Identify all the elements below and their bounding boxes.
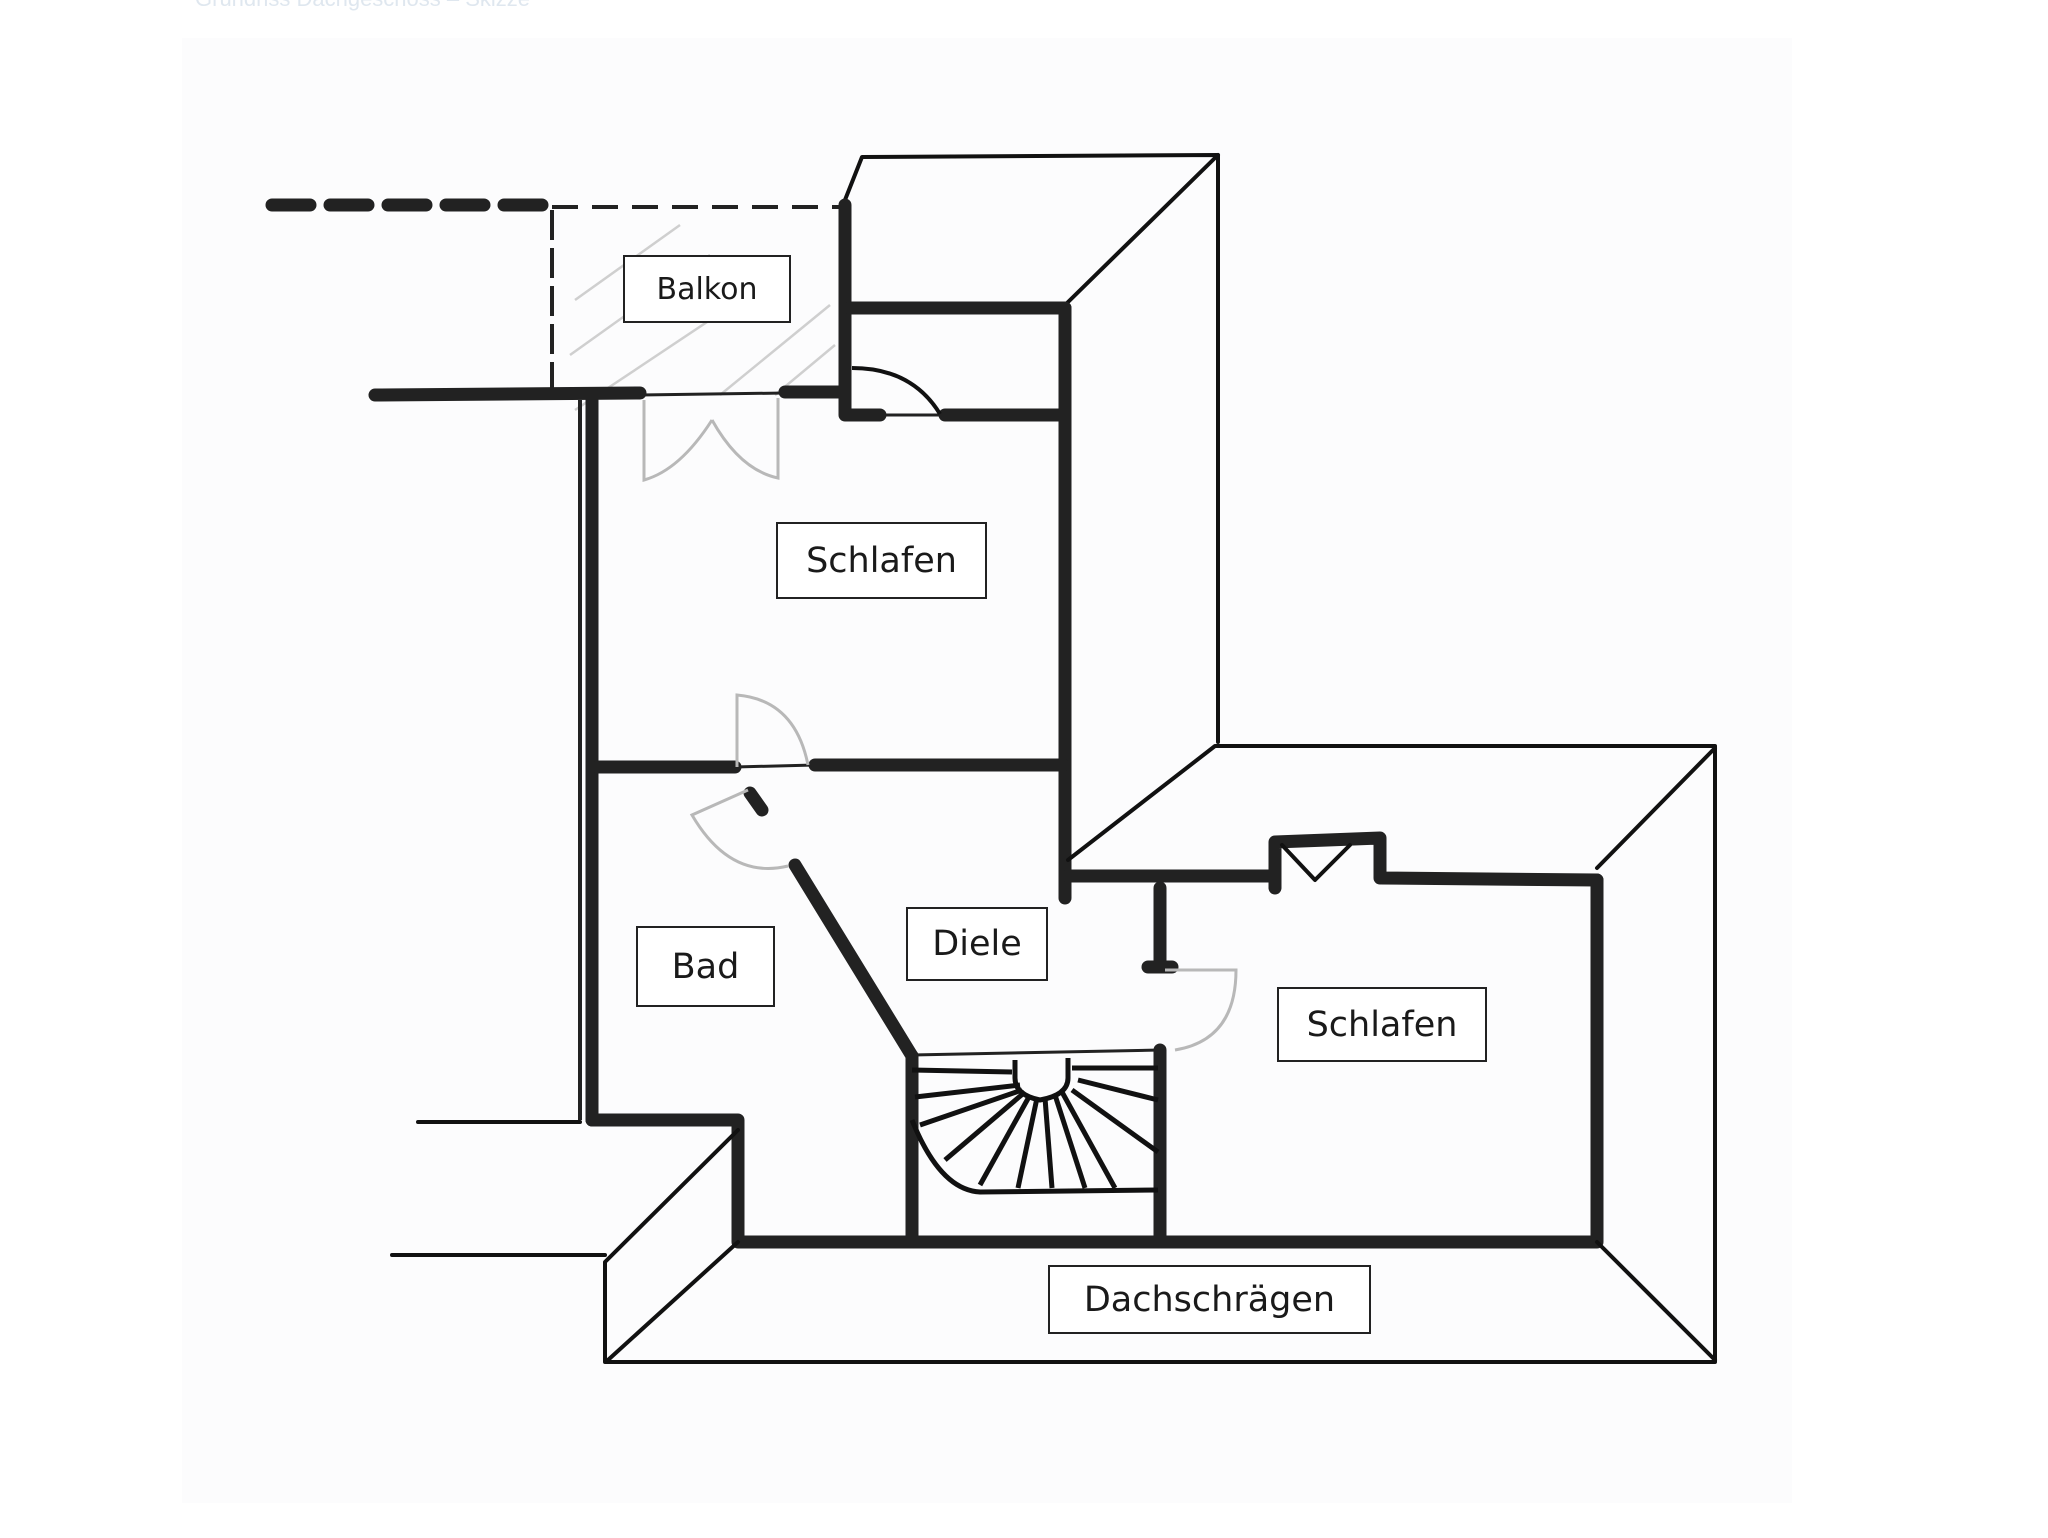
room-label-diele: Diele bbox=[906, 907, 1048, 981]
bad-door-swing bbox=[689, 788, 789, 870]
upper-dormer-outline bbox=[841, 153, 1220, 744]
room-label-schlafen-1: Schlafen bbox=[776, 522, 987, 599]
balcony-door-left-swing bbox=[642, 400, 714, 482]
chimney-symbol bbox=[1280, 843, 1352, 882]
roof-slope-outline bbox=[390, 744, 1717, 1364]
balcony-railing-dashed bbox=[265, 198, 843, 390]
room-label-balkon: Balkon bbox=[623, 255, 791, 323]
room-label-bad: Bad bbox=[636, 926, 775, 1007]
schlafen-door-swing bbox=[735, 693, 810, 767]
balcony-door-right-swing bbox=[710, 398, 780, 480]
walls bbox=[368, 198, 1604, 1249]
schlafen-2-door-swing bbox=[1165, 968, 1238, 1052]
cut-off-caption: Grundriss Dachgeschoss – Skizze bbox=[195, 0, 530, 12]
room-label-dachschraegen: Dachschrägen bbox=[1048, 1265, 1371, 1334]
door-thresholds bbox=[639, 391, 1161, 1057]
dormer-door-swing bbox=[851, 366, 942, 416]
door-swings bbox=[642, 366, 1238, 1052]
spiral-staircase bbox=[909, 1058, 1160, 1195]
room-label-schlafen-2: Schlafen bbox=[1277, 987, 1487, 1062]
